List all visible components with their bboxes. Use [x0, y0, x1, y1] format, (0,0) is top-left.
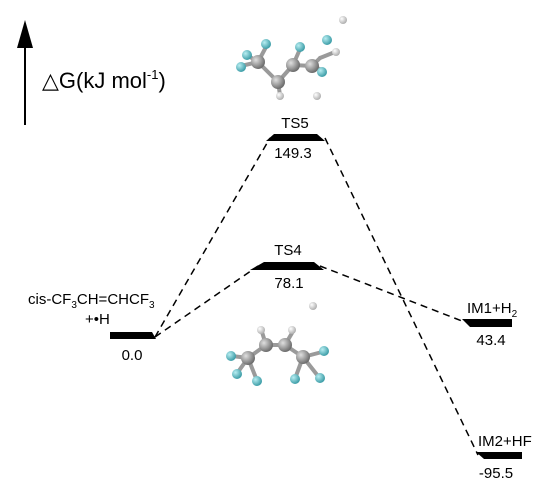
ts4-label: TS4: [274, 242, 302, 259]
energy-axis-arrow: [17, 20, 33, 125]
level-bar-reactant: [110, 332, 156, 339]
reactant-label-line2: +•H: [85, 311, 110, 328]
reaction-path-connectors: [154, 137, 479, 456]
path-ts4-im1: [319, 265, 463, 322]
axis-label: △G(kJ mol-1): [42, 67, 166, 93]
ts4-value: 78.1: [274, 275, 303, 292]
ts5-molecule-structure: [236, 16, 347, 100]
level-bar-im2: [476, 452, 522, 459]
level-bar-ts5: [266, 134, 325, 141]
reactant-value: 0.0: [122, 347, 143, 364]
path-reactant-ts5: [154, 137, 271, 338]
im1-value: 43.4: [476, 332, 505, 349]
im2-label: IM2+HF: [478, 433, 532, 450]
reactant-label: cis-CF3CH=CHCF3: [28, 291, 155, 311]
ts4-molecule-structure: [226, 302, 329, 386]
ts5-label: TS5: [281, 115, 309, 132]
level-bar-ts4: [250, 262, 324, 270]
im1-label: IM1+H2: [467, 300, 518, 320]
path-ts5-im2: [324, 137, 479, 456]
im2-value: -95.5: [479, 465, 513, 482]
path-reactant-ts4: [154, 265, 259, 338]
energy-levels: [110, 134, 522, 459]
level-bar-im1: [462, 319, 512, 327]
ts5-value: 149.3: [274, 145, 312, 162]
